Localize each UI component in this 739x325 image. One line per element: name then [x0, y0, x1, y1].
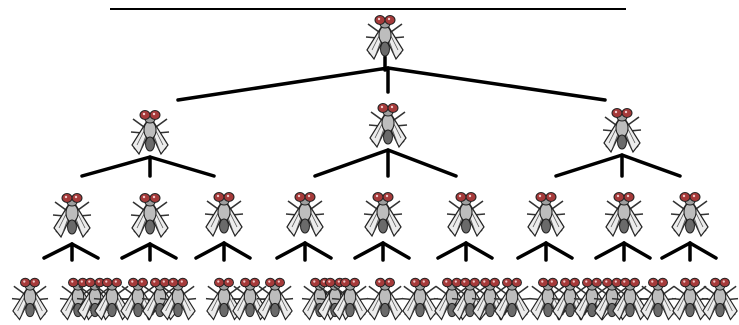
fly-icon: [363, 191, 403, 237]
fly-icon: [11, 277, 49, 321]
tree-link: [303, 241, 333, 260]
tree-link: [120, 242, 152, 260]
header-rule: [110, 8, 626, 10]
tree-link: [622, 241, 652, 260]
tree-link: [660, 241, 692, 260]
tree-link: [464, 241, 494, 260]
tree-link: [42, 242, 74, 260]
fly-icon: [256, 277, 294, 321]
fly-icon: [670, 191, 710, 237]
fly-icon: [204, 191, 244, 237]
fly-icon: [639, 277, 677, 321]
fly-icon: [604, 191, 644, 237]
fly-icon: [446, 191, 486, 237]
tree-link: [436, 241, 468, 260]
fly-icon: [130, 192, 170, 238]
fly-icon: [52, 192, 92, 238]
tree-link: [353, 241, 385, 260]
fly-icon: [365, 14, 405, 60]
fly-icon: [701, 277, 739, 321]
tree-link: [148, 155, 216, 178]
tree-link: [275, 241, 307, 260]
tree-link: [222, 241, 252, 260]
tree-link: [688, 241, 718, 260]
tree-link: [594, 241, 626, 260]
fly-icon: [368, 102, 408, 148]
fly-icon: [602, 107, 642, 153]
fly-icon: [285, 191, 325, 237]
tree-link: [554, 153, 624, 178]
tree-link: [386, 66, 607, 102]
tree-link: [80, 155, 152, 178]
tree-link: [148, 242, 178, 260]
tree-link: [70, 242, 100, 260]
tree-link: [516, 241, 548, 260]
fly-icon: [366, 277, 404, 321]
tree-link: [194, 241, 226, 260]
tree-link: [313, 148, 390, 178]
tree-link: [620, 153, 682, 178]
tree-link: [386, 148, 458, 178]
fly-icon: [526, 191, 566, 237]
fly-icon: [401, 277, 439, 321]
tree-link: [381, 241, 411, 260]
tree-link: [176, 66, 390, 102]
tree-link: [544, 241, 574, 260]
fly-icon: [130, 109, 170, 155]
